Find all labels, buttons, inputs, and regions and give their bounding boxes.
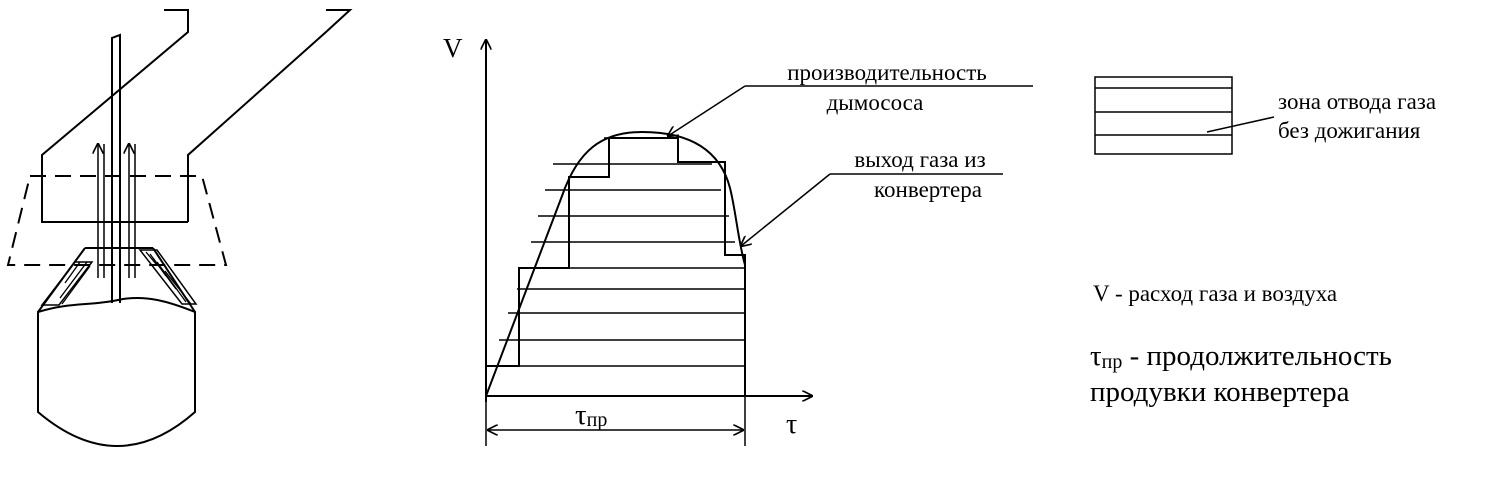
y-axis-label: V [443,33,463,63]
legend-leader [1206,116,1275,133]
x-axis-label: τ [786,409,797,440]
notes: V - расход газа и воздуха τпр - продолжи… [1090,281,1392,408]
hood-left-wall [41,9,189,223]
hood-right-wall [187,9,353,222]
fan-capacity-label-line1: производительность [787,60,987,85]
legend: зона отвода газа без дожигания [1094,76,1436,155]
oxygen-lance [111,33,121,303]
fan-capacity-pointer [668,85,746,136]
gas-output-curve [485,130,746,397]
legend-swatch [1094,76,1233,155]
duration-label: τпр [575,399,607,431]
gas-output-pointer [741,173,831,246]
converter-throat-right [152,247,196,313]
converter-sketch [6,9,353,447]
gas-flow-graph: V τ τпр производительность дым [443,33,1033,446]
tau-definition-line2: продувки конвертера [1090,376,1350,408]
fan-capacity-label-line2: дымососа [827,90,924,115]
fan-capacity-steps [486,137,746,396]
gas-output-label-line1: выход газа из [854,147,985,172]
legend-label-line2: без дожигания [1278,118,1421,143]
gas-output-label-line2: конвертера [874,177,982,202]
lining-right [138,249,198,305]
gas-removal-zone-hatching [486,137,745,397]
v-definition: V - расход газа и воздуха [1093,281,1337,306]
legend-label-line1: зона отвода газа [1278,89,1436,114]
converter-body [37,296,196,447]
lining-hatching [59,251,192,305]
lining-left [40,261,94,306]
movable-skirt [6,175,228,266]
tau-definition-line1: τпр - продолжительность [1090,340,1392,373]
